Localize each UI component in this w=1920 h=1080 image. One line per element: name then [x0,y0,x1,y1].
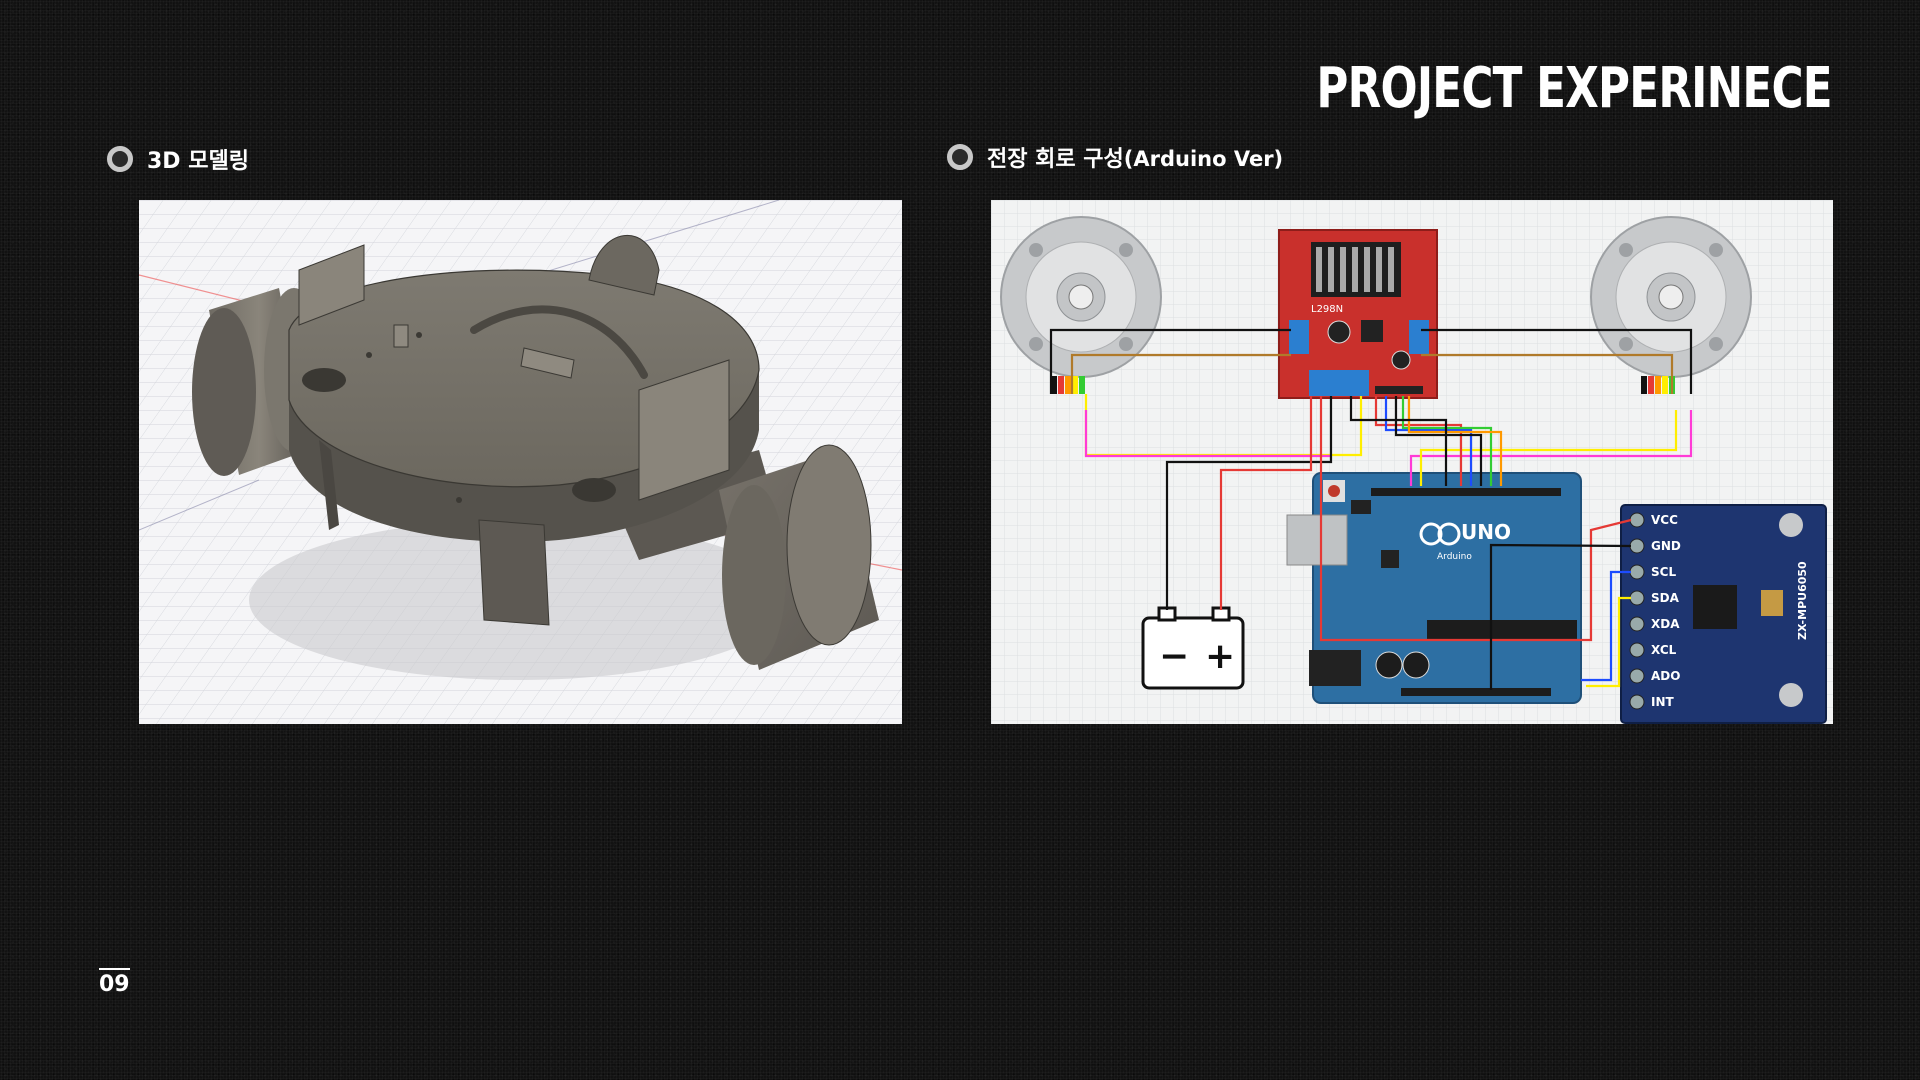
bullet-icon [947,144,973,170]
section-label-circuit-main: 전장 회로 구성 [987,147,1124,172]
sensor-pin-vcc: VCC [1651,513,1678,527]
section-label-circuit: 전장 회로 구성(Arduino Ver) [987,141,1283,173]
driver-chip-label: L298N [1311,304,1343,315]
motor-right [1590,216,1752,394]
page-title: PROJECT EXPERINECE [1316,56,1833,121]
section-label-3d-modeling: 3D 모델링 [147,149,249,174]
bullet-icon [107,146,133,172]
section-label-circuit-sub: (Arduino Ver) [1123,147,1284,171]
battery-minus-label: − [1159,636,1189,677]
sensor-pin-int: INT [1651,695,1675,709]
board-name-label: UNO [1461,520,1511,544]
arduino-uno-board: UNO Arduino [1286,472,1582,704]
section-header-3d-modeling: 3D 모델링 [107,143,249,175]
battery-plus-label: + [1205,636,1235,677]
mpu6050-sensor: VCC GND SCL SDA XDA XCL ADO INT ZX-MPU60… [1620,504,1827,724]
3d-model-image [139,200,902,724]
motor-left [1000,216,1162,394]
sensor-pin-xda: XDA [1651,617,1680,631]
sensor-pin-sda: SDA [1651,591,1680,605]
sensor-pin-scl: SCL [1651,565,1676,579]
circuit-diagram-image: L298N − + [991,200,1833,724]
sensor-pin-gnd: GND [1651,539,1681,553]
wires [1049,328,1693,690]
page-number: 09 [99,968,130,997]
battery: − + [1141,606,1245,690]
arduino-wiring-diagram: L298N − + [991,200,1833,724]
sensor-pin-xcl: XCL [1651,643,1677,657]
robot-chassis-render [139,200,902,724]
l298n-motor-driver: L298N [1278,229,1438,399]
sensor-pin-ado: ADO [1651,669,1680,683]
sensor-model-label: ZX-MPU6050 [1796,561,1809,640]
sensor-pin-labels: VCC GND SCL SDA XDA XCL ADO INT [1629,512,1681,710]
board-brand-label: Arduino [1437,552,1472,562]
section-header-circuit: 전장 회로 구성(Arduino Ver) [947,141,1283,173]
